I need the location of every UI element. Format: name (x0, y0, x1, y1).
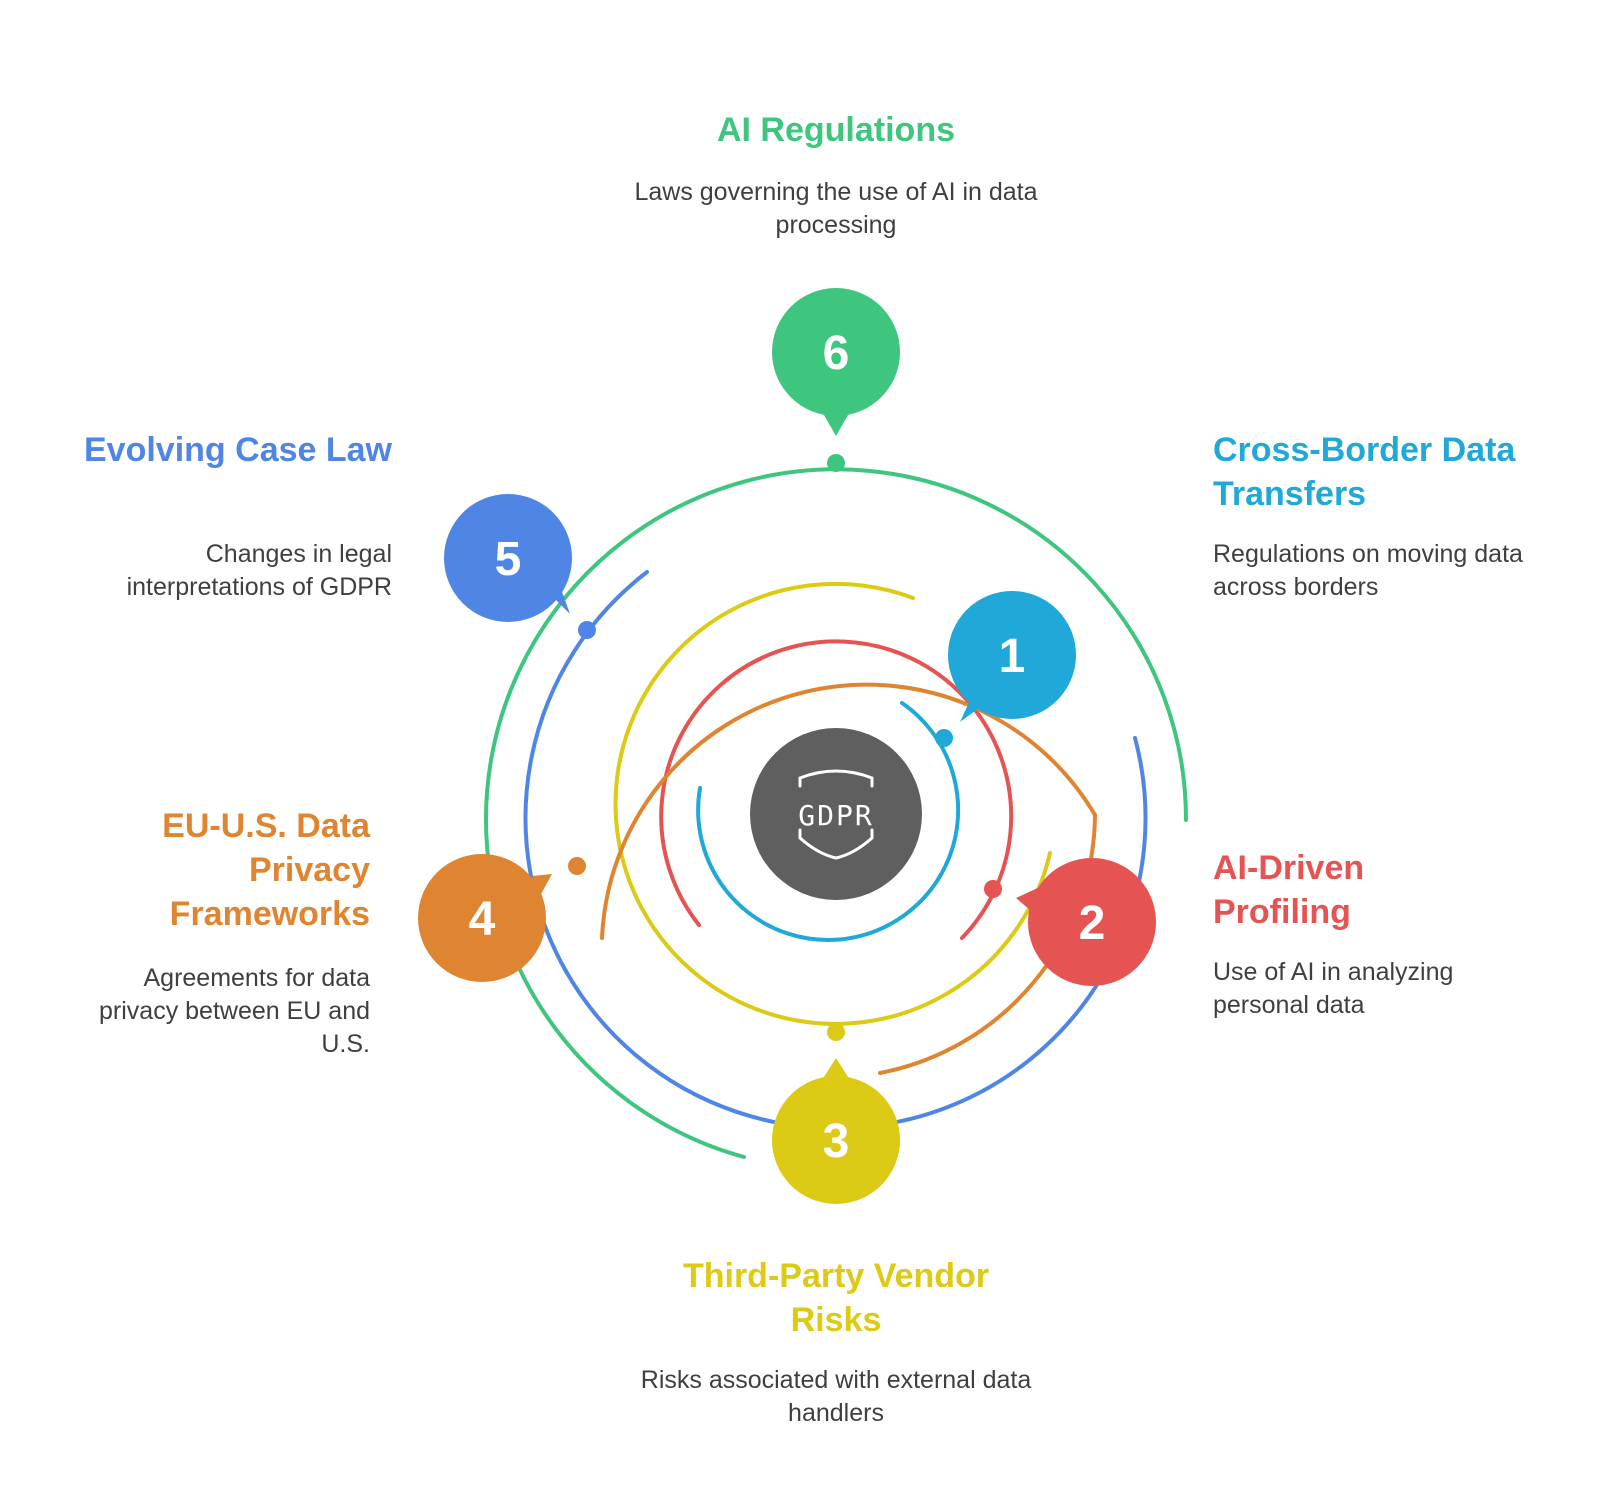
item-3-description: Risks associated with external data hand… (640, 1366, 1032, 1427)
marker-1: 1 (948, 591, 1076, 722)
marker-6: 6 (772, 288, 900, 436)
ring-red-arc (659, 639, 1014, 940)
svg-text:1: 1 (999, 630, 1026, 683)
item-4-description: Agreements for data privacy between EU a… (99, 964, 370, 1058)
center-disc (750, 728, 922, 900)
shield-icon (798, 769, 874, 788)
item-5-title: Evolving Case Law (84, 431, 392, 469)
item-6-description: Laws governing the use of AI in data pro… (634, 178, 1038, 239)
item-6-title: AI Regulations (716, 111, 956, 149)
shield-bottom (798, 828, 874, 860)
ring-yellow-arc (613, 581, 1052, 1026)
item-2-description: Use of AI in analyzing personal data (1213, 958, 1454, 1019)
center-label: GDPR (798, 799, 873, 832)
item-2-title: AI-Driven Profiling (1213, 849, 1365, 931)
ring-cyan-arc (696, 701, 961, 942)
item-3-title: Third-Party Vendor Risks (682, 1257, 990, 1339)
ring-dot-6 (827, 454, 845, 472)
item-1-description: Regulations on moving data across border… (1213, 540, 1523, 601)
svg-text:6: 6 (823, 327, 850, 380)
ring-dot-3 (827, 1023, 845, 1041)
marker-5: 5 (444, 494, 572, 622)
item-1-title: Cross-Border Data Transfers (1213, 431, 1516, 513)
marker-2: 2 (1016, 858, 1156, 986)
item-4-title: EU-U.S. Data Privacy Frameworks (162, 807, 370, 933)
item-5-description: Changes in legal interpretations of GDPR (126, 540, 392, 601)
ring-green-arc (484, 467, 1188, 1159)
ring-dot-1 (935, 729, 953, 747)
ring-dot-5 (578, 621, 596, 639)
svg-text:5: 5 (495, 533, 522, 586)
ring-dot-4 (568, 857, 586, 875)
marker-3: 3 (772, 1058, 900, 1204)
svg-text:4: 4 (469, 893, 496, 946)
ring-dot-2 (984, 880, 1002, 898)
svg-text:2: 2 (1079, 897, 1106, 950)
marker-4: 4 (418, 854, 552, 982)
svg-text:3: 3 (823, 1115, 850, 1168)
